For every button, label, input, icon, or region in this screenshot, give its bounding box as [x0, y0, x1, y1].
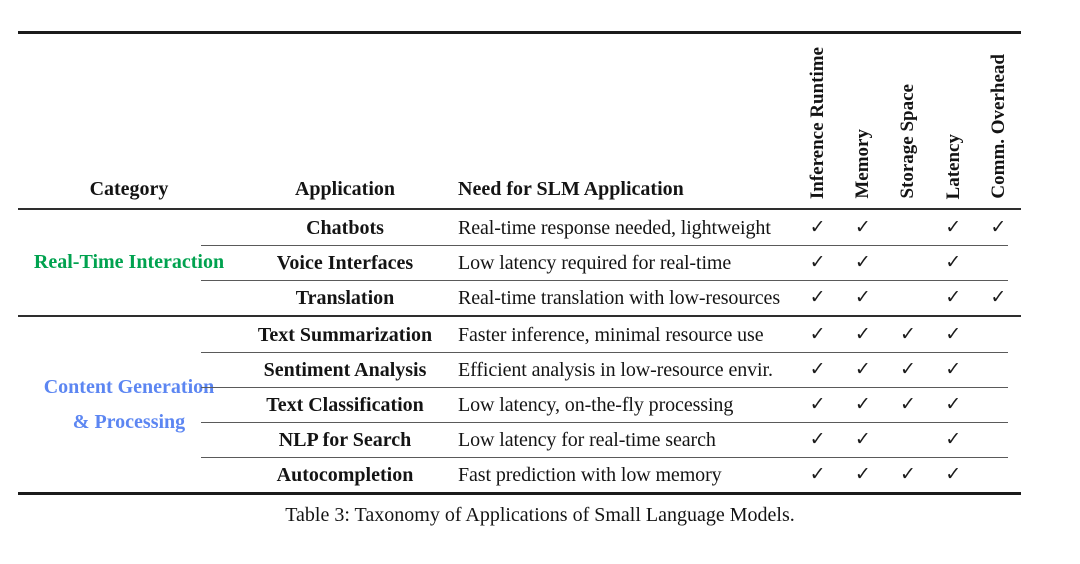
check-latency: ✓ [945, 464, 962, 485]
table-row-autocompletion: Autocompletion Fast prediction with low … [201, 456, 1021, 492]
group-real-time-interaction: Real-Time Interaction Chatbots Real-time… [18, 210, 1021, 317]
need-cell: Real-time response needed, lightweight [458, 216, 771, 239]
group-content-generation-processing: Content Generation & Processing Text Sum… [18, 317, 1021, 495]
taxonomy-table: Category Application Need for SLM Applic… [18, 31, 1021, 495]
check-latency: ✓ [945, 324, 962, 345]
application-cell: Text Summarization [257, 323, 433, 346]
check-latency: ✓ [945, 252, 962, 273]
table-caption: Table 3: Taxonomy of Applications of Sma… [285, 504, 795, 526]
column-header-comm-overhead: Comm. Overhead [976, 27, 1021, 208]
table-row-voice-interfaces: Voice Interfaces Low latency required fo… [201, 244, 1021, 280]
check-inference-runtime: ✓ [809, 359, 826, 380]
need-cell: Real-time translation with low-resources [458, 286, 781, 309]
application-cell: Translation [295, 286, 395, 309]
check-memory: ✓ [854, 394, 871, 415]
table-header-row: Category Application Need for SLM Applic… [18, 31, 1021, 210]
rotated-header-label: Storage Space [897, 84, 919, 199]
rotated-header-label: Latency [942, 133, 964, 199]
rotated-header-label: Inference Runtime [807, 46, 829, 199]
application-cell: Sentiment Analysis [263, 358, 427, 381]
table-row-sentiment-analysis: Sentiment Analysis Efficient analysis in… [201, 351, 1021, 387]
column-header-application: Application [294, 178, 396, 200]
column-header-storage-space: Storage Space [885, 27, 930, 208]
application-cell: Voice Interfaces [276, 251, 414, 274]
check-storage-space: ✓ [900, 394, 916, 415]
check-comm-overhead: ✓ [990, 287, 1007, 308]
check-inference-runtime: ✓ [809, 252, 826, 273]
need-cell: Low latency for real-time search [458, 428, 716, 451]
check-latency: ✓ [945, 217, 962, 238]
rotated-header-label: Memory [852, 129, 874, 199]
application-cell: Chatbots [306, 216, 384, 239]
table-row-chatbots: Chatbots Real-time response needed, ligh… [240, 210, 1021, 245]
check-storage-space: ✓ [900, 359, 916, 380]
check-storage-space: ✓ [900, 464, 916, 485]
check-memory: ✓ [854, 287, 871, 308]
application-cell: NLP for Search [278, 428, 412, 451]
column-header-category: Category [89, 178, 169, 200]
check-memory: ✓ [854, 252, 871, 273]
check-inference-runtime: ✓ [809, 429, 826, 450]
check-memory: ✓ [854, 359, 871, 380]
need-cell: Low latency required for real-time [458, 251, 732, 274]
check-memory: ✓ [854, 464, 871, 485]
check-storage-space: ✓ [900, 324, 916, 345]
check-inference-runtime: ✓ [809, 217, 826, 238]
need-cell: Faster inference, minimal resource use [458, 323, 764, 346]
need-cell: Low latency, on-the-fly processing [458, 393, 734, 416]
group-rows: Chatbots Real-time response needed, ligh… [201, 210, 1021, 315]
rotated-header-label: Comm. Overhead [987, 54, 1009, 199]
category-label: Content Generation & Processing [43, 375, 215, 433]
column-header-need: Need for SLM Application [458, 178, 684, 200]
table-row-text-classification: Text Classification Low latency, on-the-… [201, 386, 1021, 422]
need-cell: Efficient analysis in low-resource envir… [458, 358, 773, 381]
category-label: Real-Time Interaction [33, 251, 225, 273]
check-inference-runtime: ✓ [809, 324, 826, 345]
column-header-inference-runtime: Inference Runtime [795, 27, 840, 208]
check-memory: ✓ [854, 217, 871, 238]
table-row-text-summarization: Text Summarization Faster inference, min… [240, 317, 1021, 352]
column-header-latency: Latency [931, 27, 976, 208]
need-cell: Fast prediction with low memory [458, 463, 722, 486]
check-inference-runtime: ✓ [809, 394, 826, 415]
check-memory: ✓ [854, 324, 871, 345]
category-cell: Content Generation & Processing [18, 317, 240, 492]
check-latency: ✓ [945, 429, 962, 450]
check-inference-runtime: ✓ [809, 287, 826, 308]
check-latency: ✓ [945, 359, 962, 380]
check-latency: ✓ [945, 394, 962, 415]
category-cell: Real-Time Interaction [18, 210, 240, 315]
check-inference-runtime: ✓ [809, 464, 826, 485]
table-row-nlp-for-search: NLP for Search Low latency for real-time… [201, 421, 1021, 457]
application-cell: Text Classification [266, 393, 424, 416]
check-comm-overhead: ✓ [990, 217, 1007, 238]
group-rows: Text Summarization Faster inference, min… [201, 317, 1021, 492]
check-memory: ✓ [854, 429, 871, 450]
application-cell: Autocompletion [276, 463, 414, 486]
check-latency: ✓ [945, 287, 962, 308]
table-row-translation: Translation Real-time translation with l… [201, 279, 1021, 315]
column-header-memory: Memory [840, 27, 885, 208]
